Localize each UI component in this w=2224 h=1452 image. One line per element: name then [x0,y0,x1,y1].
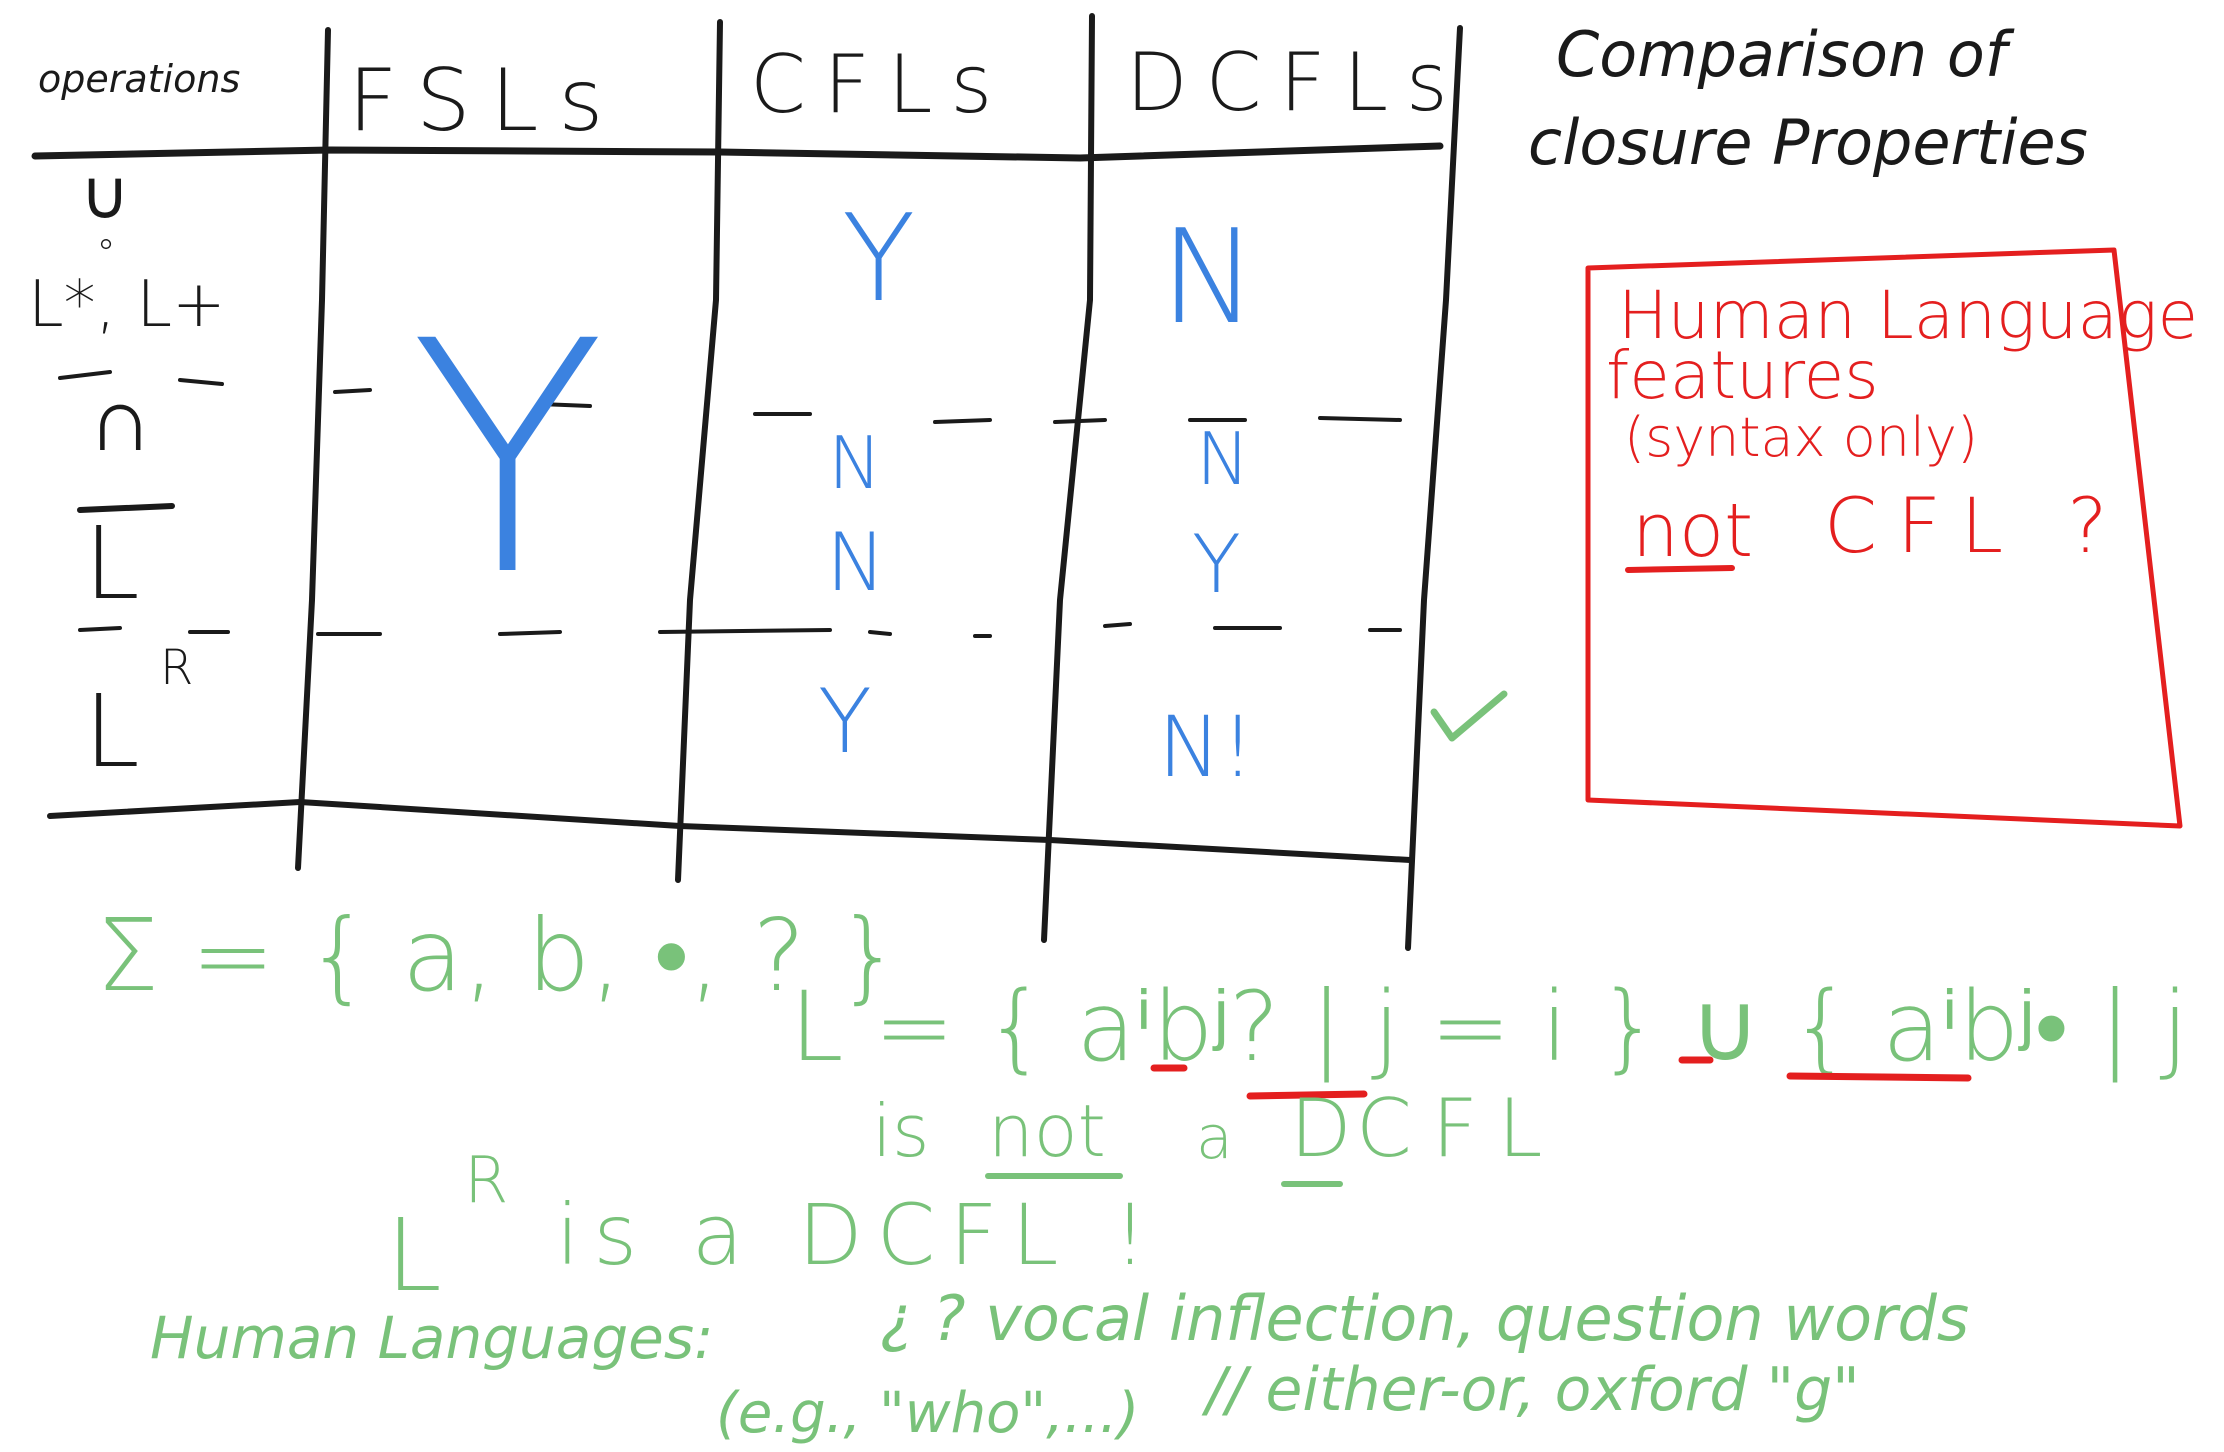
column-header-dcfls: DCFLs [1126,36,1466,129]
red-cfl: CFL ? [1824,481,2128,570]
header-rule [31,142,1444,162]
title-line-1: Comparison of [1556,18,2015,91]
table-grid [31,13,1463,951]
green-is: is [872,1089,930,1173]
red-underline-4 [1786,1072,1972,1082]
col-divider-4 [1405,25,1463,951]
red-box-border [1585,247,2183,829]
fsl-all-yes: Y [410,274,605,646]
op-star-plus: L*, L+ [28,268,226,342]
cfl-intersection-no: N [828,421,882,505]
op-reverse-sup: R [160,640,193,696]
green-eg-text: (e.g., "who",...) [716,1381,1139,1446]
op-reverse-base: L [84,673,140,790]
red-underline-2 [1246,1090,1368,1100]
column-header-fsls: FSLs [348,51,623,151]
col-divider-3 [1041,13,1095,943]
dcfl-reverse-no: N! [1158,698,1255,796]
green-sigma: Σ = { a, b, •, ? } [96,897,901,1014]
title-line-2: closure Properties [1528,106,2088,179]
red-line-3: (syntax only) [1624,406,1978,469]
green-lr-sup: R [464,1144,508,1218]
green-d: D [1290,1082,1352,1175]
green-either-text: // either-or, oxford "g" [1201,1355,1860,1425]
red-line-1: Human Language [1618,277,2198,354]
check-icon [1430,690,1508,742]
red-line-2: features [1606,337,1879,414]
green-not: not [988,1089,1106,1173]
op-union: ∪ [80,156,130,235]
green-cfl: CFL [1356,1082,1562,1175]
dcfl-complement-yes: Y [1192,518,1241,611]
complement-overline [77,503,175,513]
dcfl-top-no: N [1160,201,1257,353]
bottom-rule [47,799,1413,863]
op-intersection: ∩ [88,367,153,472]
green-human-label: Human Languages: [150,1304,714,1372]
operations-header: operations [38,57,240,101]
cfl-reverse-yes: Y [818,670,872,773]
green-human-text: ¿ ? vocal inflection, question words [880,1282,1969,1355]
dashed-rule-1 [58,370,1402,424]
dcfl-intersection-no: N [1196,417,1250,501]
col-divider-1 [295,27,331,871]
green-lr-text: is a DCFL ! [556,1186,1161,1284]
column-header-cfls: CFLs [750,38,1010,131]
green-a: a [1196,1103,1233,1173]
green-language-def: L = { aⁱbʲ? | j = i } ∪ { aⁱbʲ• | j = 2i… [790,971,2224,1084]
red-not: not [1632,488,1753,574]
red-not-underline [1625,565,1735,573]
green-lr-base: L [386,1197,442,1314]
col-divider-2 [675,19,723,883]
op-complement: L [84,505,140,622]
op-concat: ∘ [94,221,118,265]
cfl-top-yes: Y [842,190,915,329]
cfl-complement-no: N [826,516,886,609]
dashed-rule-2 [78,622,1402,638]
